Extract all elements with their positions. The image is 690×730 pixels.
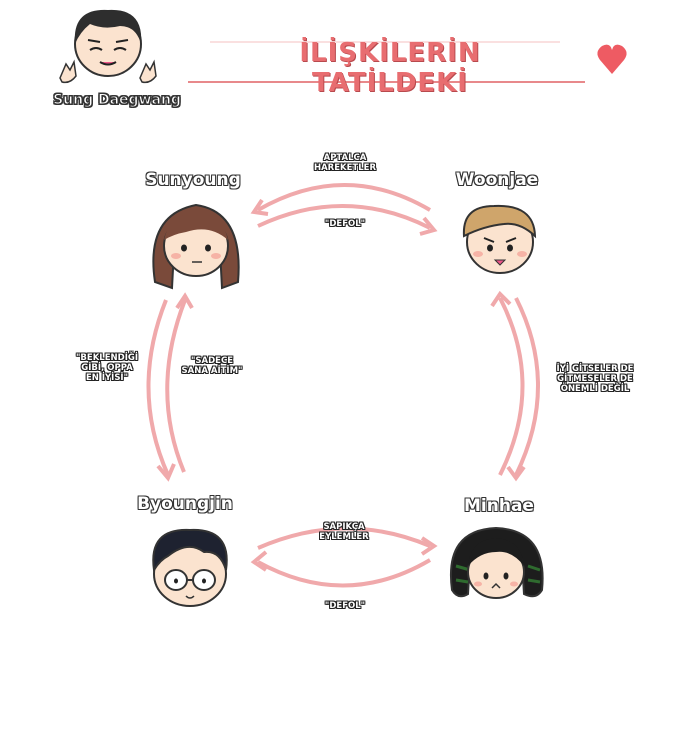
name-minhae: Minhae [464,496,534,516]
author-name: Sung Daegwang [53,92,182,109]
label-left-inner: "SADECE SANA AİTİM" [181,356,243,376]
minhae-avatar [450,526,544,599]
name-sunyoung: Sunyoung [145,170,241,190]
heart-icon [597,44,627,74]
arrow-top-pair [250,183,438,236]
label-right: İYİ GİTSELER DE GİTMESELER DE ÖNEMLİ DEĞ… [556,364,634,394]
name-byoungjin: Byoungjin [137,494,233,514]
label-bottom-upper: SAPIKÇA EYLEMLER [319,522,369,542]
label-left-outer: "BEKLENDİĞİ GİBİ, OPPA EN İYİSİ" [76,353,138,383]
page-title: İLİŞKİLERİN TATİLDEKİ [299,38,481,98]
label-top-lower: "DEFOL" [324,219,366,229]
arrow-left-pair [146,292,194,482]
arrow-bottom-pair [250,526,438,588]
label-top-upper: APTALCA HAREKETLER [313,153,376,173]
byoungjin-avatar [152,528,228,607]
name-woonjae: Woonjae [455,170,539,190]
author-avatar [59,9,157,84]
woonjae-avatar [462,204,537,274]
sunyoung-avatar [152,203,240,290]
label-bottom-lower: "DEFOL" [324,601,366,611]
arrow-right-pair [490,290,540,482]
